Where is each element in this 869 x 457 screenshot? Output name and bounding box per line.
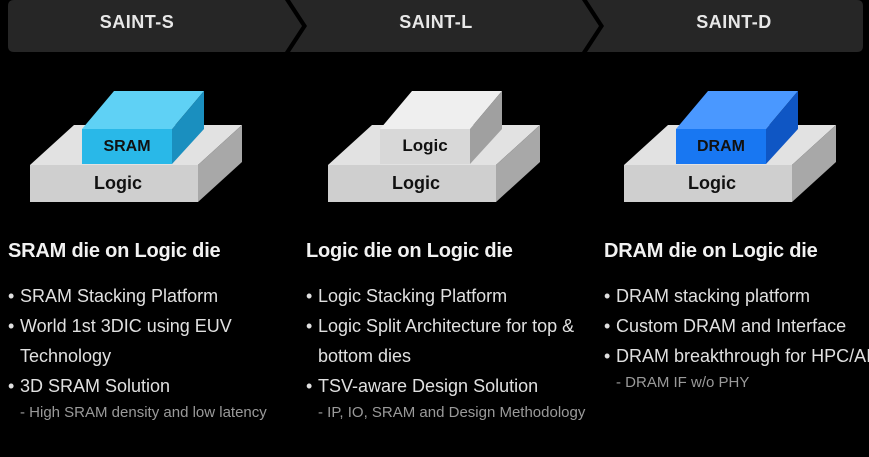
- bottom-die-label: Logic: [392, 173, 440, 193]
- top-logic-die: [380, 91, 502, 164]
- feature-subitem: - IP, IO, SRAM and Design Methodology: [318, 404, 586, 421]
- tab-saint-l: SAINT-L: [399, 12, 473, 32]
- feature-item: Logic Split Architecture for top & botto…: [306, 311, 586, 371]
- banner-segment-d: [587, 0, 863, 52]
- die-stack-saint-s: SRAM Logic: [30, 91, 242, 202]
- feature-subitem: - High SRAM density and low latency: [20, 404, 267, 421]
- feature-list: Logic Stacking Platform Logic Split Arch…: [306, 281, 586, 425]
- feature-item: World 1st 3DIC using EUV Technology: [8, 311, 288, 371]
- top-sram-die: [82, 91, 204, 164]
- top-die-label: SRAM: [103, 138, 150, 155]
- column-heading: SRAM die on Logic die: [8, 240, 221, 262]
- column-saint-s: SRAM die on Logic die SRAM Stacking Plat…: [8, 240, 288, 425]
- tab-saint-s: SAINT-S: [99, 12, 175, 32]
- column-saint-l: Logic die on Logic die Logic Stacking Pl…: [306, 240, 586, 425]
- feature-item: Custom DRAM and Interface: [604, 311, 869, 341]
- banner-segment-s: [8, 0, 302, 52]
- feature-item: DRAM stacking platform: [604, 281, 869, 311]
- feature-item: Logic Stacking Platform: [306, 281, 586, 311]
- column-saint-d: DRAM die on Logic die DRAM stacking plat…: [604, 240, 869, 395]
- column-heading: Logic die on Logic die: [306, 240, 513, 262]
- feature-list: SRAM Stacking Platform World 1st 3DIC us…: [8, 281, 288, 425]
- top-die-label: DRAM: [697, 138, 745, 155]
- feature-item: SRAM Stacking Platform: [8, 281, 288, 311]
- header-banner: [8, 0, 863, 52]
- banner-segment-l: [290, 0, 599, 52]
- die-stack-saint-d: DRAM Logic: [624, 91, 836, 202]
- column-heading: DRAM die on Logic die: [604, 240, 818, 262]
- top-die-label: Logic: [402, 136, 447, 155]
- die-stack-saint-l: Logic Logic: [328, 91, 540, 202]
- feature-item: DRAM breakthrough for HPC/AI: [604, 341, 869, 371]
- bottom-die-label: Logic: [688, 173, 736, 193]
- bottom-die-label: Logic: [94, 173, 142, 193]
- tab-saint-d: SAINT-D: [696, 12, 772, 32]
- feature-item: 3D SRAM Solution: [8, 371, 288, 401]
- feature-subitem: - DRAM IF w/o PHY: [616, 374, 750, 391]
- top-dram-die: [676, 91, 798, 164]
- feature-item: TSV-aware Design Solution: [306, 371, 586, 401]
- feature-list: DRAM stacking platform Custom DRAM and I…: [604, 281, 869, 395]
